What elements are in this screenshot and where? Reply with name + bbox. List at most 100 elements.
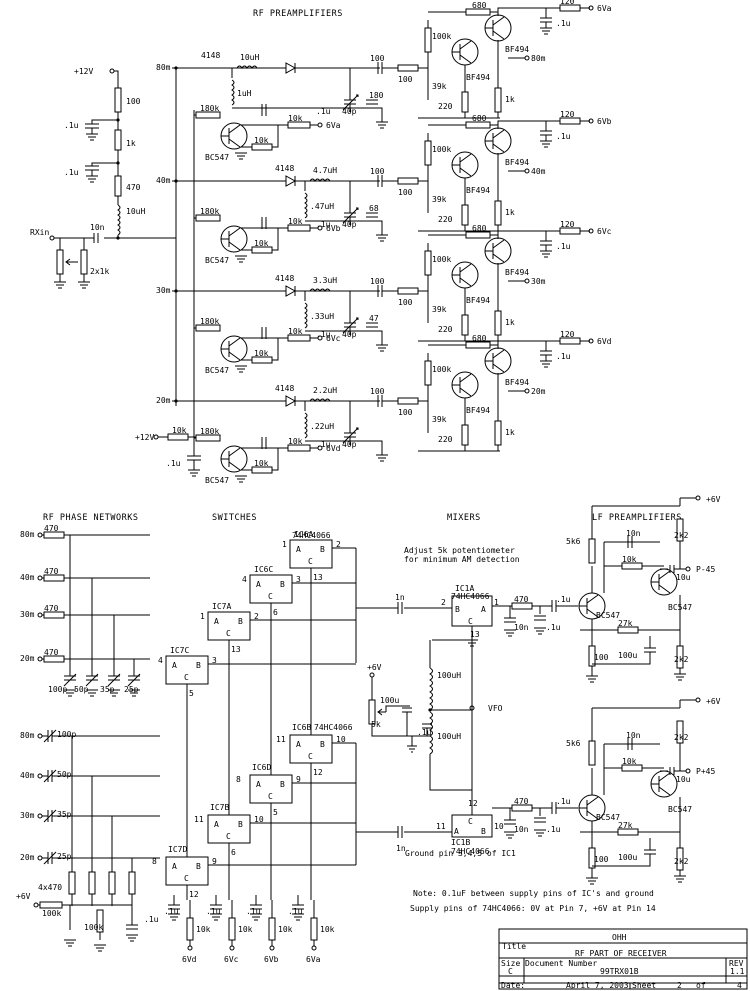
capacitor — [261, 104, 267, 116]
wire — [497, 230, 590, 235]
terminal — [187, 945, 193, 951]
capacitor — [534, 817, 546, 823]
capacitor — [551, 802, 557, 814]
lf-bc547-1-leads — [579, 796, 599, 820]
junction — [174, 289, 178, 293]
resistor-10k-label: 10k — [288, 114, 303, 123]
phase-cap-3: 25p — [124, 659, 141, 697]
resistor-180k — [195, 214, 221, 222]
ic1a-pin-a: A — [481, 605, 486, 614]
cap-10n — [93, 233, 99, 243]
switch-pin-c: C — [268, 592, 273, 601]
terminal — [317, 122, 323, 128]
switch-pin-b: B — [196, 862, 201, 871]
shunt-inductor-label: .47uH — [310, 202, 334, 211]
switch-pin-in: 8 — [152, 857, 157, 866]
decoupling-cap-label: .1u — [556, 242, 571, 251]
lf-resistor-470-label: 470 — [514, 595, 529, 604]
wire — [660, 767, 686, 775]
lf-cap-1u-b-label: .1u — [546, 623, 561, 632]
switch-pin-c: C — [268, 792, 273, 801]
lf-cap-10n-label: 10n — [514, 825, 529, 834]
terminal — [37, 855, 43, 861]
input-resistor-label: 100 — [398, 188, 413, 197]
capacitor — [540, 350, 552, 356]
phase-cap-label: 50p — [74, 685, 89, 694]
input-supply-section: +12V 100 1k 470 10uH .1u .1u RXin 10n 2x… — [30, 67, 176, 289]
output-label: 20m — [531, 387, 546, 396]
terminal — [317, 445, 323, 451]
ground-symbol — [126, 934, 138, 942]
switch-name: IC7C — [170, 646, 189, 655]
ground-symbol — [376, 454, 388, 462]
resistor-680-label: 680 — [472, 224, 487, 233]
supply-6v-label: 6Vb — [597, 117, 612, 126]
lf-supply-label: +6V — [706, 495, 721, 504]
lf-resistor-10k-label: 10k — [622, 757, 637, 766]
ground-symbol — [108, 689, 120, 697]
resistor-120 — [559, 117, 581, 125]
switch-pin-a: A — [172, 862, 177, 871]
ground-symbol — [64, 689, 76, 697]
pot-5k — [368, 699, 376, 725]
capacitor — [47, 770, 53, 782]
resistor-39k-label: 39k — [432, 305, 447, 314]
lf-cap-100u-label: 100u — [618, 853, 637, 862]
phase-resistor — [43, 574, 65, 582]
band-label: 30m — [156, 286, 171, 295]
resistor-220 — [461, 314, 469, 336]
ic1b-pin-c: C — [468, 817, 473, 826]
ic1b-pin-a: A — [454, 827, 459, 836]
diode-label: 4148 — [201, 51, 220, 60]
ground-symbol — [235, 255, 247, 263]
resistor-100 — [114, 87, 122, 113]
inductor-100uh-a — [429, 667, 433, 711]
switch-drive-label: 6Vc — [224, 955, 239, 964]
junction — [174, 399, 178, 403]
mixer-cap-1u-label: .1u — [417, 728, 432, 737]
ground-symbol — [86, 689, 98, 697]
ground-symbol — [210, 913, 222, 921]
resistor-120 — [559, 337, 581, 345]
resistor-180k-label: 180k — [200, 427, 219, 436]
capacitor — [292, 904, 304, 910]
lf-resistor-5k6 — [588, 538, 596, 564]
diode — [285, 62, 297, 74]
switch-pin-c: C — [184, 874, 189, 883]
diode-label: 4148 — [275, 164, 294, 173]
bias-resistor-100k-label: 100k — [432, 365, 451, 374]
vfo-label: VFO — [488, 704, 503, 713]
phase-resistor-label: 470 — [44, 604, 59, 613]
capacitor — [261, 437, 267, 449]
ground-symbol — [94, 944, 106, 952]
switch-pin-b: B — [196, 661, 201, 670]
bf494-input-leads — [452, 373, 472, 397]
cap-1u-b-label: .1u — [64, 168, 79, 177]
switch-pin-b: B — [238, 820, 243, 829]
bc547-switch-leads — [221, 227, 241, 251]
lf-cap-1u-label: .1u — [556, 797, 571, 806]
document-number: 99TRX01B — [600, 967, 639, 976]
lf-bc547-1-leads — [579, 594, 599, 618]
switch-name: IC7B — [210, 803, 229, 812]
switch-body — [165, 655, 209, 685]
switch-pin-a: A — [256, 780, 261, 789]
resistor-120-label: 120 — [560, 0, 575, 6]
switch-pin-a: A — [214, 820, 219, 829]
coupling-cap-label: 100 — [370, 277, 385, 286]
trimmer-label: 40p — [342, 107, 357, 116]
phase-lower-cap-label: 100p — [57, 730, 76, 739]
resistor-180k-label: 180k — [200, 207, 219, 216]
ground-symbol — [504, 831, 516, 839]
phase-band-label: 40m — [20, 573, 35, 582]
pot-2x1k-a — [56, 249, 64, 275]
switch-pin-out: 3 — [296, 575, 301, 584]
ground-symbol — [540, 360, 552, 368]
bias-resistor-100k-label: 100k — [432, 32, 451, 41]
